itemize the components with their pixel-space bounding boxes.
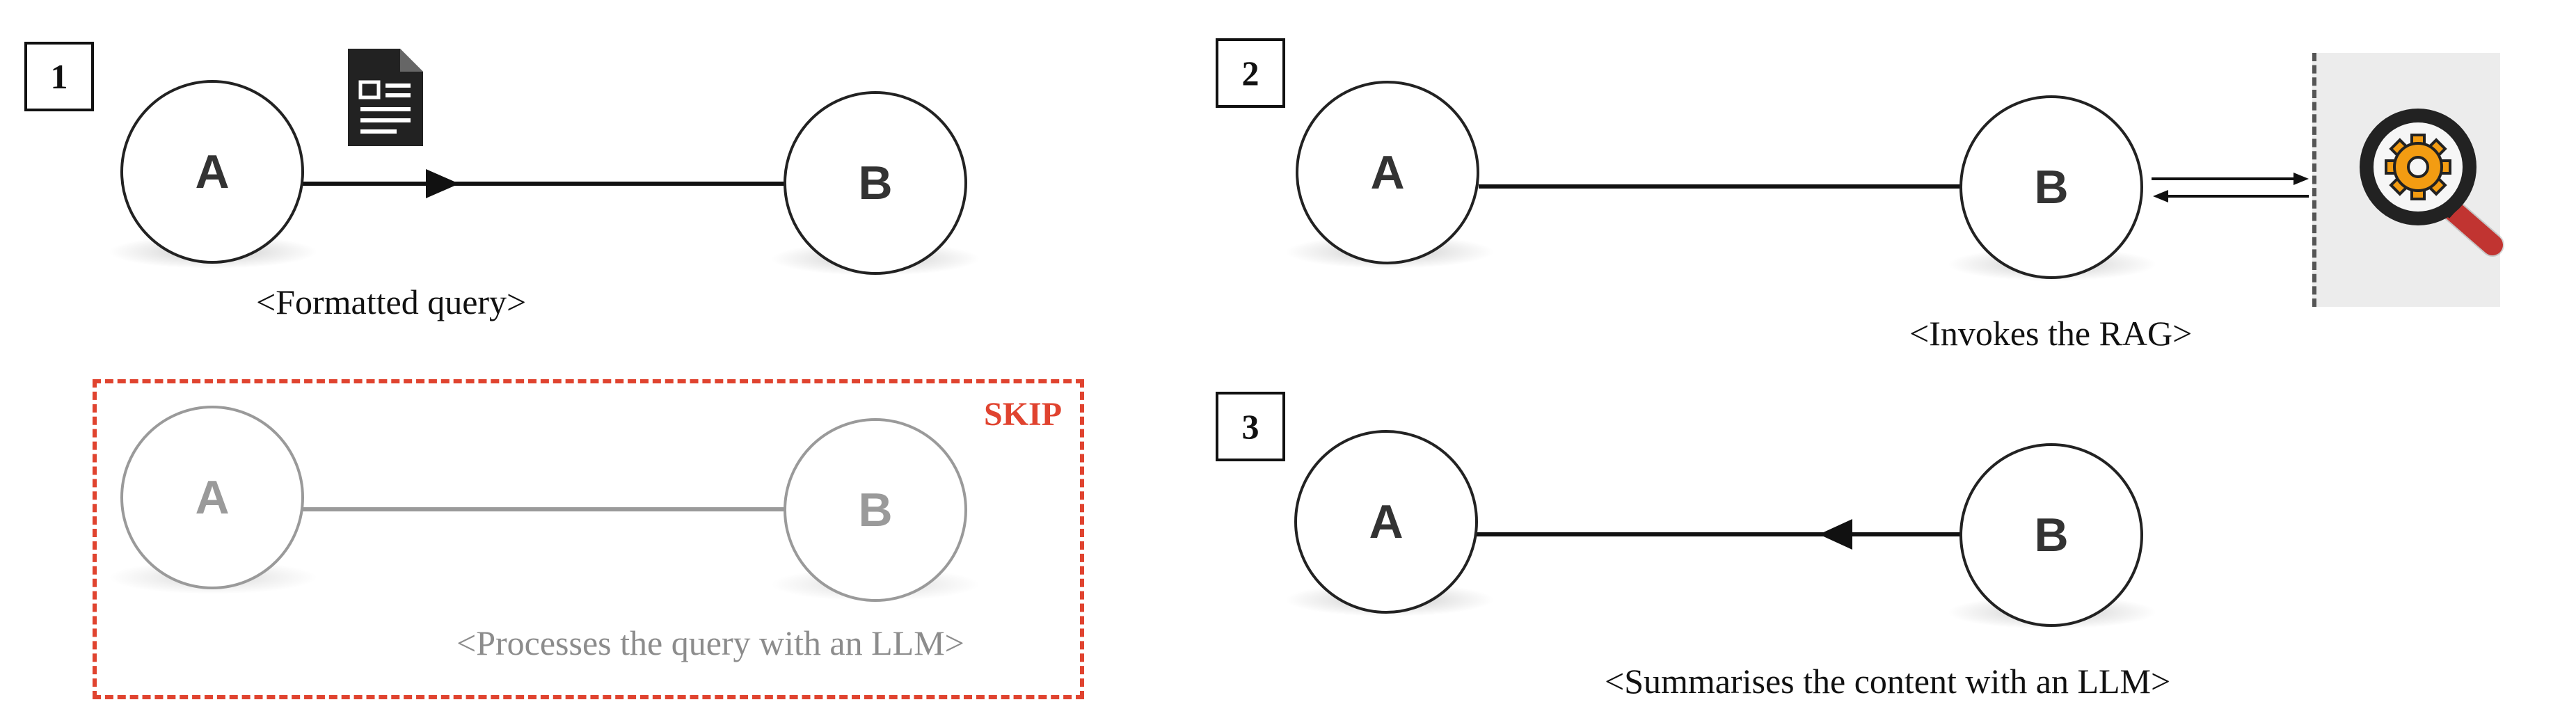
step-3-node-a[interactable] bbox=[1294, 430, 1478, 614]
step-2-node-a-label: A bbox=[1370, 146, 1404, 199]
step-3-badge: 3 bbox=[1216, 392, 1285, 461]
skip-frame bbox=[93, 379, 1084, 699]
step-2-node-a[interactable] bbox=[1296, 81, 1479, 264]
rag-exchange-arrows bbox=[2152, 173, 2309, 202]
step-3-group: A B bbox=[1285, 430, 2156, 629]
step-3-node-b-label: B bbox=[2034, 509, 2068, 561]
step-1-node-a[interactable] bbox=[120, 80, 304, 264]
step-2-caption: <Invokes the RAG> bbox=[1909, 314, 2193, 353]
step-2-node-b[interactable] bbox=[1959, 95, 2143, 279]
step-1-node-a-label: A bbox=[195, 145, 229, 198]
skip-node-a[interactable] bbox=[120, 406, 304, 589]
step-2-node-b-label: B bbox=[2034, 161, 2068, 214]
step-3-caption: <Summarises the content with an LLM> bbox=[1605, 662, 2171, 701]
step-3-node-a-label: A bbox=[1369, 495, 1403, 548]
step-1-caption: <Formatted query> bbox=[256, 282, 527, 321]
skip-node-b[interactable] bbox=[784, 418, 967, 602]
step-2-badge: 2 bbox=[1216, 38, 1285, 108]
document-icon bbox=[348, 49, 423, 146]
rag-panel-divider bbox=[2312, 53, 2316, 307]
step-1-badge: 1 bbox=[24, 42, 94, 111]
skip-group: A B bbox=[109, 406, 980, 602]
skip-caption: <Processes the query with an LLM> bbox=[456, 623, 964, 662]
skip-node-a-label: A bbox=[195, 471, 229, 524]
skip-node-b-label: B bbox=[858, 484, 892, 536]
step-3-arrowhead-left bbox=[1819, 519, 1852, 550]
step-1-arrowhead-right bbox=[426, 169, 459, 198]
skip-label: SKIP bbox=[984, 396, 1063, 433]
step-2-group: A B bbox=[1285, 81, 2504, 281]
step-1-group: A B bbox=[109, 49, 980, 276]
step-1-node-b[interactable] bbox=[784, 91, 967, 275]
step-3-node-b[interactable] bbox=[1959, 443, 2143, 627]
step-1-node-b-label: B bbox=[858, 157, 892, 209]
magnifier-gear-icon bbox=[2360, 109, 2504, 257]
